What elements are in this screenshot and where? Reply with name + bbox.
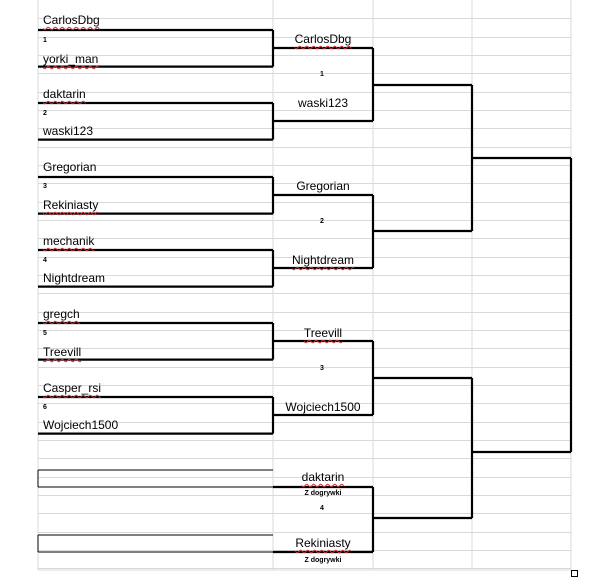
r1-m1-top[interactable]: CarlosDbg — [43, 13, 100, 27]
r1-m1-bottom[interactable]: yorki_man — [43, 52, 99, 66]
r1-m4-num: 4 — [43, 257, 47, 264]
r2-m1-num: 1 — [320, 71, 324, 78]
lucky-top[interactable]: daktarin — [301, 470, 345, 484]
r1-m3-num: 3 — [43, 183, 47, 190]
r2-m3-bottom[interactable]: Wojciech1500 — [285, 400, 361, 414]
r1-m2-bottom[interactable]: waski123 — [43, 124, 94, 138]
r2-m1-top[interactable]: CarlosDbg — [294, 32, 352, 46]
r1-m6-top[interactable]: Casper_rsi — [43, 381, 102, 395]
r1-m5-top[interactable]: gregch — [43, 307, 80, 321]
r2-m3-top[interactable]: Treevill — [303, 326, 343, 340]
r1-m4-bottom[interactable]: Nightdream — [43, 271, 106, 285]
r1-m4-top[interactable]: mechanik — [43, 234, 95, 248]
r1-m5-bottom[interactable]: Treevill — [43, 345, 82, 359]
r1-m1-num: 1 — [43, 37, 47, 44]
r1-m3-top[interactable]: Gregorian — [43, 160, 97, 174]
r1-m6-bottom[interactable]: Wojciech1500 — [43, 418, 119, 432]
r2-m2-top[interactable]: Gregorian — [296, 179, 350, 193]
lucky-bottom[interactable]: Rekiniasty — [295, 536, 351, 550]
r1-m5-num: 5 — [43, 330, 47, 337]
r1-m2-top[interactable]: daktarin — [43, 87, 86, 101]
r2-m2-num: 2 — [320, 218, 324, 225]
lucky-top-note: Z dogrywki — [304, 490, 342, 497]
r2-m2-bottom[interactable]: Nightdream — [291, 253, 355, 267]
r1-m6-num: 6 — [43, 404, 47, 411]
r1-m2-num: 2 — [43, 110, 47, 117]
bracket-lines — [37, 28, 573, 554]
lucky-bottom-note: Z dogrywki — [304, 557, 342, 564]
fill-handle[interactable] — [571, 570, 578, 577]
r2-m1-bottom[interactable]: waski123 — [297, 96, 349, 110]
lucky-num: 4 — [320, 505, 324, 512]
r2-m3-num: 3 — [320, 365, 324, 372]
r1-m3-bottom[interactable]: Rekiniasty — [43, 198, 99, 212]
cell-gridlines — [37, 0, 572, 571]
